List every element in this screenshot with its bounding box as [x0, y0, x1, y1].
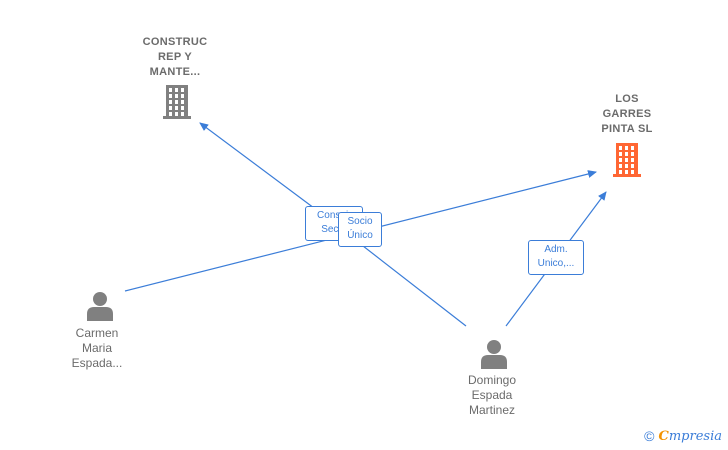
brand-watermark: © Cmpresia: [644, 428, 722, 444]
copyright-icon: ©: [644, 428, 655, 444]
edge-label-line: Socio: [347, 216, 373, 227]
label-line: GARRES: [602, 108, 652, 120]
label-line: Martinez: [468, 403, 515, 417]
edge-label-line: Unico,...: [537, 258, 575, 269]
label-line: Domingo: [467, 373, 517, 387]
person-icon-domingo[interactable]: [481, 340, 507, 369]
label-line: REP Y: [157, 51, 193, 63]
person-node-domingo-label[interactable]: Domingo Espada Martinez: [452, 373, 532, 418]
edge-label-socio-unico[interactable]: Socio Único: [338, 212, 382, 247]
edge-label-line: Sec...: [321, 224, 347, 235]
label-line: Maria: [81, 341, 112, 355]
person-node-carmen-label[interactable]: Carmen Maria Espada...: [57, 326, 137, 371]
icons-layer: [87, 85, 641, 369]
label-line: Espada: [471, 388, 513, 402]
person-icon-carmen[interactable]: [87, 292, 113, 321]
label-line: CONSTRUC: [142, 36, 208, 48]
label-line: Espada...: [71, 356, 123, 370]
label-line: LOS: [615, 93, 639, 105]
label-line: PINTA SL: [601, 123, 653, 135]
building-icon-construc[interactable]: [163, 85, 191, 119]
edge-label-adm-unico[interactable]: Adm. Unico,...: [528, 240, 584, 275]
edge-label-line: Consej.: [317, 210, 351, 221]
edge-label-line: Único: [347, 230, 373, 241]
edge-label-line: Adm.: [544, 244, 568, 255]
building-icon-los_garres[interactable]: [613, 143, 641, 177]
company-node-construc-label[interactable]: CONSTRUC REP Y MANTE...: [130, 35, 220, 80]
label-line: MANTE...: [149, 66, 201, 78]
company-node-los-garres-label[interactable]: LOS GARRES PINTA SL: [582, 92, 672, 137]
edge-arrow-domingo-to-construc: [199, 122, 319, 212]
label-line: Carmen: [75, 326, 119, 340]
brand-logo: Cmpresia: [658, 429, 723, 444]
